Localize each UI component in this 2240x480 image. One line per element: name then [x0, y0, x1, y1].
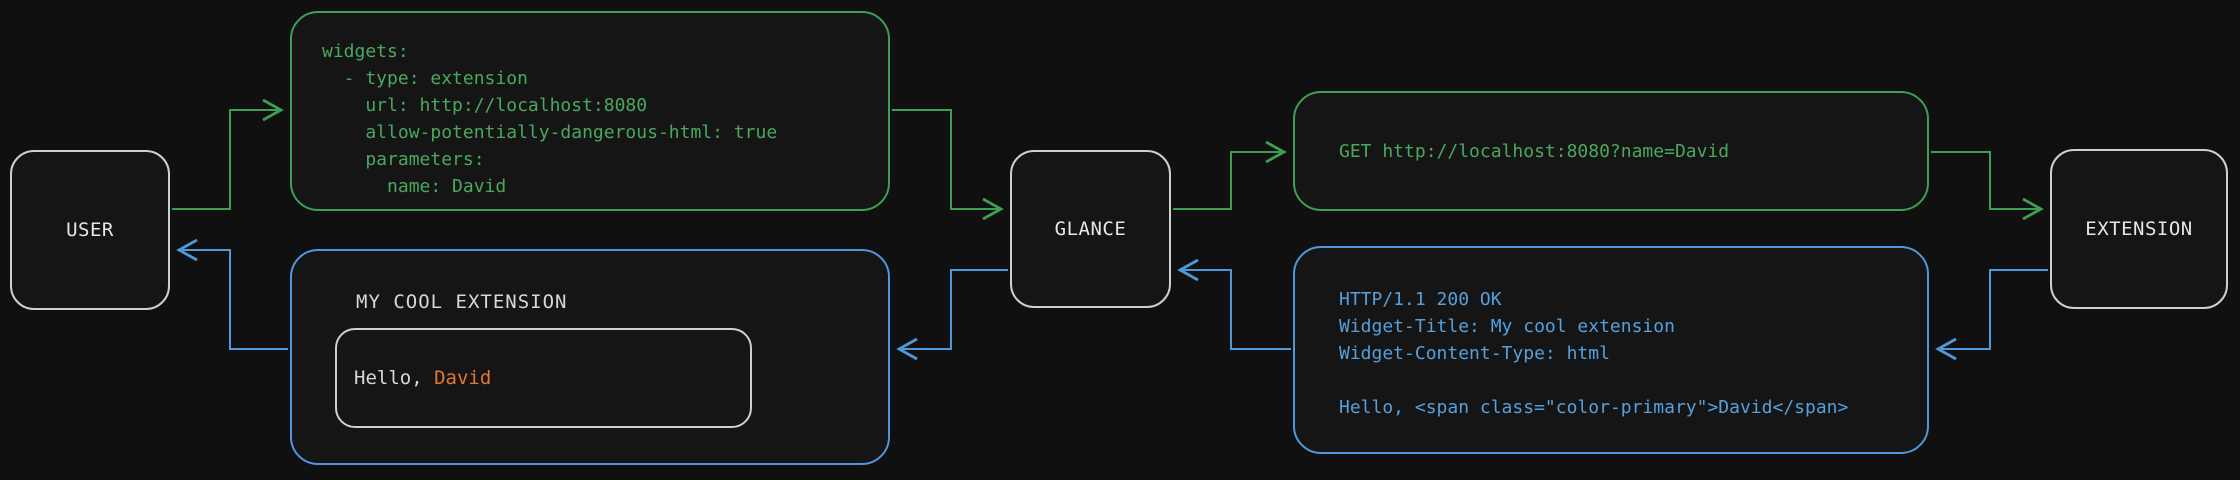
http-response-line: Widget-Title: My cool extension: [1339, 316, 1675, 337]
http-response-line: [1339, 367, 1911, 394]
user-node-label: USER: [66, 219, 114, 241]
arrow-glance-to-widget: [896, 269, 1008, 361]
http-request-box: GET http://localhost:8080?name=David: [1293, 91, 1929, 211]
rendered-widget-box: MY COOL EXTENSION Hello, David: [290, 249, 890, 465]
glance-node: GLANCE: [1010, 150, 1171, 308]
user-node: USER: [10, 150, 170, 310]
arrow-extension-to-response: [1935, 269, 2048, 361]
arrow-request-to-extension: [1931, 151, 2044, 221]
yaml-line: widgets:: [322, 41, 409, 62]
http-response-line: Hello, <span class="color-primary">David…: [1339, 397, 1849, 418]
extension-node: EXTENSION: [2050, 149, 2228, 309]
arrow-config-to-glance: [892, 109, 1004, 221]
arrow-user-to-config: [172, 98, 284, 210]
greeting-prefix: Hello,: [354, 367, 435, 389]
arrow-response-to-glance: [1177, 258, 1291, 350]
http-response-box: HTTP/1.1 200 OK Widget-Title: My cool ex…: [1293, 246, 1929, 454]
arrow-glance-to-request: [1173, 140, 1287, 210]
yaml-line: - type: extension: [322, 68, 528, 89]
http-response-line: Widget-Content-Type: html: [1339, 343, 1610, 364]
yaml-line: parameters:: [322, 149, 485, 170]
glance-node-label: GLANCE: [1054, 218, 1127, 240]
widget-title: MY COOL EXTENSION: [356, 291, 568, 313]
yaml-line: url: http://localhost:8080: [322, 95, 648, 116]
extension-node-label: EXTENSION: [2085, 218, 2193, 240]
yaml-line: name: David: [322, 176, 507, 197]
yaml-config-box: widgets: - type: extension url: http://l…: [290, 11, 890, 211]
greeting-name: David: [434, 367, 492, 389]
http-request-line: GET http://localhost:8080?name=David: [1339, 140, 1730, 162]
widget-greeting-card: Hello, David: [335, 328, 752, 428]
http-response-line: HTTP/1.1 200 OK: [1339, 289, 1502, 310]
arrow-widget-to-user: [176, 238, 288, 350]
yaml-line: allow-potentially-dangerous-html: true: [322, 122, 778, 143]
